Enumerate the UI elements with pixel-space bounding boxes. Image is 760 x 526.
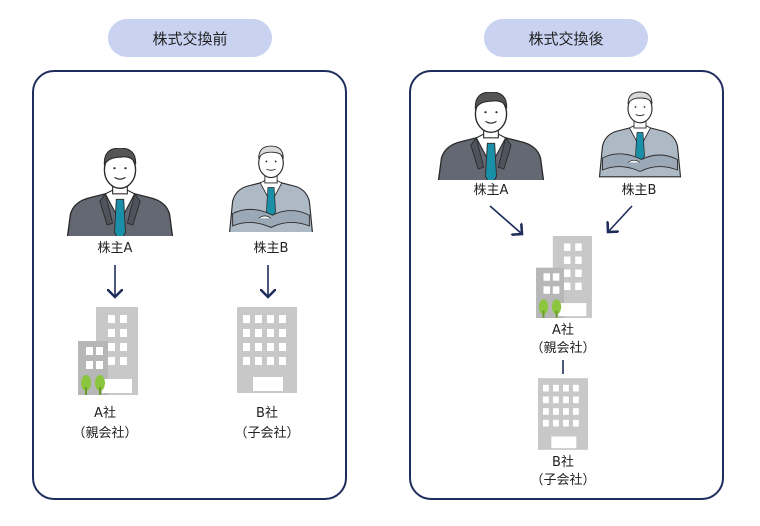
before-company-b-label: B社	[256, 406, 278, 421]
after-company-a-label: A社	[552, 323, 574, 338]
after-company-b-building-icon	[538, 378, 588, 450]
after-title-pill: 株式交換後	[484, 19, 648, 57]
after-company-a-building-icon	[536, 236, 592, 318]
before-company-b-role: （子会社）	[234, 426, 300, 441]
after-company-b-role: （子会社）	[530, 473, 596, 488]
arrow-b-to-parent	[608, 205, 633, 232]
before-title: 株式交換前	[152, 29, 228, 48]
before-shareholder-b-label: 株主B	[253, 241, 289, 256]
after-title: 株式交換後	[528, 29, 604, 48]
after-shareholder-b-label: 株主B	[621, 183, 657, 198]
before-shareholder-a-label: 株主A	[97, 241, 133, 256]
before-title-pill: 株式交換前	[108, 19, 272, 57]
before-panel	[32, 70, 347, 500]
after-shareholder-a-label: 株主A	[473, 183, 509, 198]
arrow-a-to-parent	[489, 205, 522, 234]
before-company-a-role: （親会社）	[72, 426, 138, 441]
before-company-a-label: A社	[94, 406, 116, 421]
after-company-a-role: （親会社）	[530, 341, 596, 356]
after-company-b-label: B社	[552, 455, 574, 470]
